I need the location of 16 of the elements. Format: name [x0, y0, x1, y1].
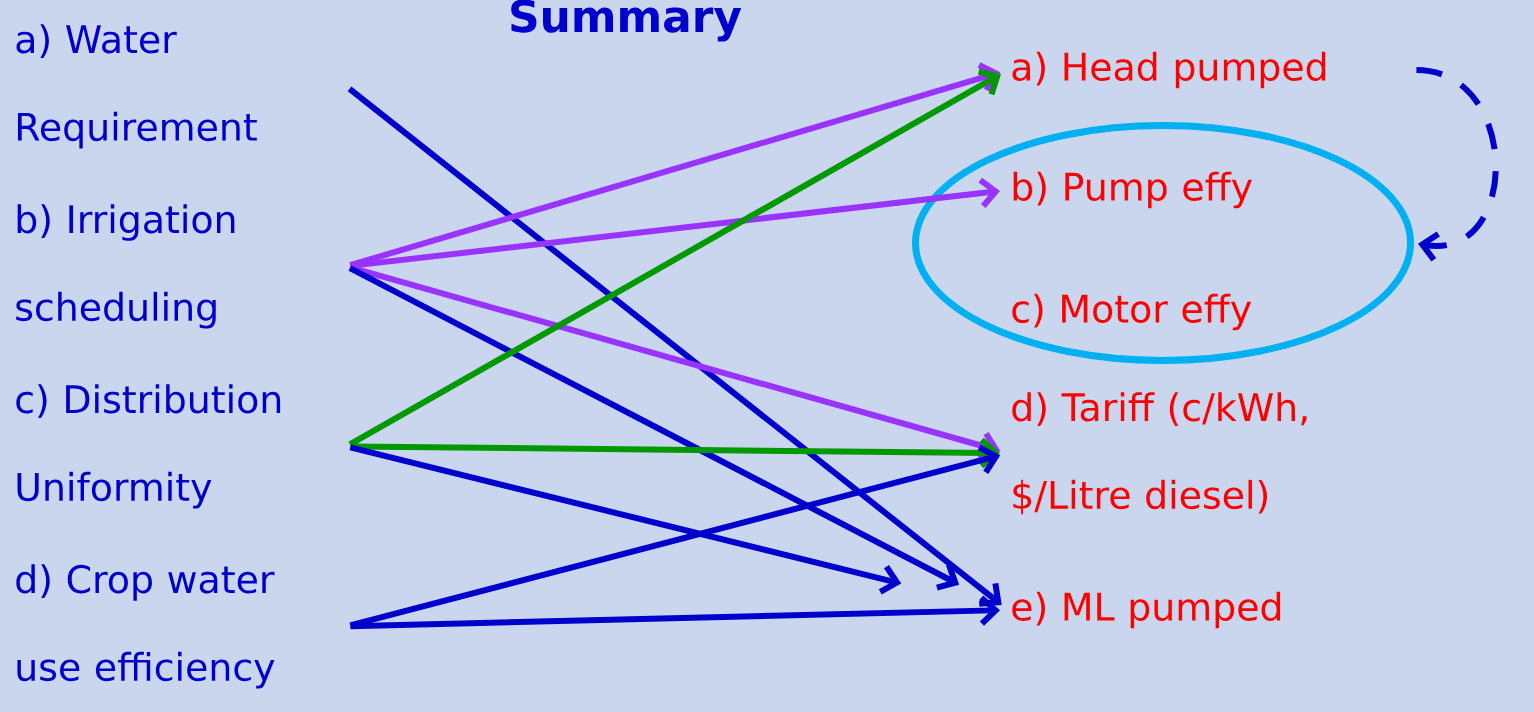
arrow — [1415, 67, 1499, 262]
parameter-label: e) ML pumped — [1012, 591, 1281, 629]
parameter-label: b) Pump effy — [1013, 171, 1252, 209]
parameter-label: c) Motor effy — [1012, 293, 1252, 331]
arrow — [350, 177, 1001, 269]
arrow — [348, 265, 960, 591]
parameter-label: d) Tariff (c/kWh, $/Litre diesel) — [1012, 392, 1307, 515]
item-label: d) Crop water use efficiency — [16, 564, 275, 689]
ellipse — [912, 122, 1414, 364]
arrow — [348, 68, 1002, 447]
title: Summary — [511, 0, 742, 42]
arrow — [350, 437, 1000, 469]
arrow — [347, 86, 1002, 607]
parameter-label: a) Head pumped — [1012, 51, 1326, 89]
arrow — [349, 444, 902, 595]
arrow — [350, 595, 1000, 630]
